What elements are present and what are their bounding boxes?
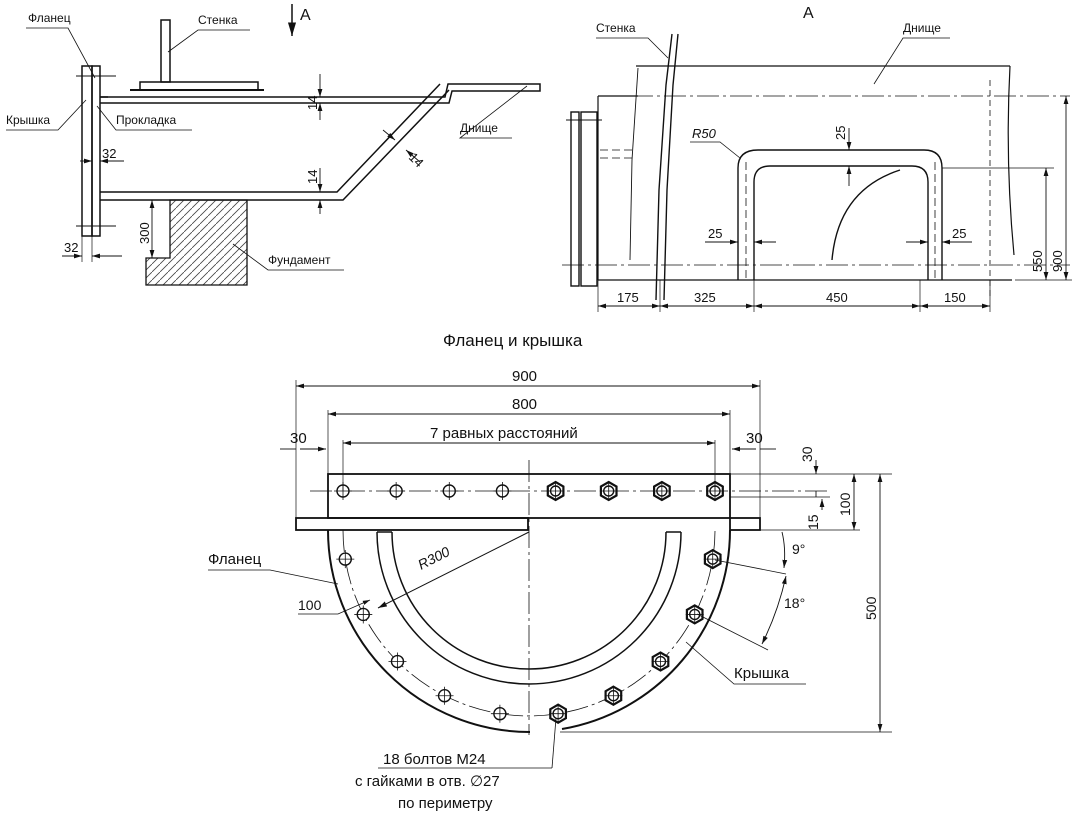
dim-900-width: 900 (512, 368, 537, 385)
bolt-hole (546, 480, 565, 502)
dim-300: 300 (137, 222, 152, 244)
flange-cover-view: Фланец и крышка R300 900 800 7 равных р (208, 331, 892, 812)
dim-325: 325 (694, 290, 716, 305)
bolt-hole (651, 651, 670, 672)
dim-100-vert: 100 (837, 492, 853, 516)
note-line-2: с гайками в отв. ∅27 (355, 773, 500, 790)
bolt-hole (652, 480, 671, 502)
flange-cover-title: Фланец и крышка (443, 331, 583, 350)
label-wall: Стенка (198, 13, 238, 27)
bolt-hole (435, 686, 454, 705)
dim-450: 450 (826, 290, 848, 305)
dim-500: 500 (863, 596, 879, 620)
dim-r50: R50 (692, 126, 717, 141)
dim-30-vert: 30 (799, 446, 815, 462)
bolt-hole (493, 482, 512, 500)
lower-bottom-plate (100, 83, 441, 193)
cutout-inner (753, 165, 929, 280)
dim-800-width: 800 (512, 396, 537, 413)
cutout-outer (737, 149, 943, 280)
bolt-hole (354, 605, 373, 624)
bolt-hole (387, 482, 406, 500)
wall-plate (160, 19, 171, 83)
flange-arc (327, 529, 531, 733)
label-cover-bottom: Крышка (734, 665, 790, 682)
bolt-hole (336, 550, 355, 569)
dim-100: 100 (298, 597, 322, 613)
bolt-hole (685, 604, 704, 625)
dim-25-top: 25 (833, 126, 848, 140)
dim-30-left: 30 (290, 430, 307, 447)
dim-150: 150 (944, 290, 966, 305)
dim-30-right: 30 (746, 430, 763, 447)
label-bottom: Днище (460, 121, 498, 135)
dim-32-a: 32 (102, 146, 116, 161)
flange-plate (91, 65, 101, 237)
dim-25-right: 25 (952, 226, 966, 241)
label-foundation: Фундамент (268, 253, 331, 267)
foundation (145, 199, 248, 286)
wall-base-plate (139, 81, 259, 91)
dim-angle-9: 9° (792, 541, 805, 557)
bolt-hole (440, 482, 459, 500)
view-arrow-label: А (300, 7, 311, 24)
bolt-hole (703, 548, 722, 570)
dim-175: 175 (617, 290, 639, 305)
upper-bottom-plate (100, 83, 541, 104)
bolt-hole (388, 652, 407, 671)
dim-32-b: 32 (64, 240, 78, 255)
view-a-label-bottom: Днище (903, 21, 941, 35)
wall-strip (655, 33, 673, 301)
cover-plate (81, 65, 93, 237)
dim-angle-18: 18° (784, 595, 805, 611)
dim-900: 900 (1050, 250, 1065, 272)
dim-15: 15 (805, 514, 821, 530)
bolt-hole (490, 704, 509, 723)
label-flange-bottom: Фланец (208, 551, 262, 568)
view-a: А R50 25 25 25 (562, 5, 1072, 312)
note-line-3: по периметру (398, 795, 493, 812)
view-a-label-wall: Стенка (596, 21, 636, 35)
note-line-1: 18 болтов М24 (383, 751, 486, 768)
dim-spacing: 7 равных расстояний (430, 425, 578, 442)
dim-14-mid: 14 (305, 170, 320, 184)
view-a-title: А (803, 5, 814, 22)
cover-arc (561, 529, 731, 730)
bolt-hole (549, 703, 568, 724)
section-view: 14 14 14 32 32 300 А Фланец Стенка Крышк… (6, 4, 541, 286)
dim-r300: R300 (415, 543, 452, 573)
dim-25-left: 25 (708, 226, 722, 241)
label-cover: Крышка (6, 113, 50, 127)
bolt-hole (604, 685, 623, 706)
dim-14-top: 14 (305, 96, 320, 110)
label-flange: Фланец (28, 11, 71, 25)
dim-550: 550 (1030, 250, 1045, 272)
bolt-hole (599, 480, 618, 502)
label-gasket: Прокладка (116, 113, 177, 127)
